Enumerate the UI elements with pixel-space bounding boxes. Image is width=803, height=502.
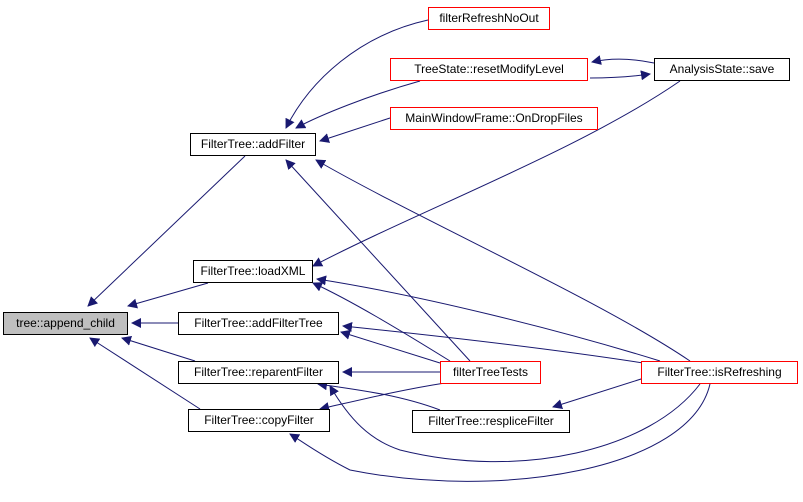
- node-filtertree-reparentfilter[interactable]: FilterTree::reparentFilter: [178, 361, 339, 384]
- edge-analysisSave-to-loadXML: [312, 80, 681, 267]
- edge-reparentFilter-to-append_child: [121, 335, 196, 362]
- node-filterrefreshnoout[interactable]: filterRefreshNoOut: [428, 7, 550, 30]
- edge-filterTreeTests-to-addFilterTree: [340, 329, 441, 364]
- edge-copyFilter-to-append_child: [89, 337, 201, 410]
- node-filtertree-addfilter[interactable]: FilterTree::addFilter: [190, 133, 316, 156]
- node-mainwindowframe-ondropfiles[interactable]: MainWindowFrame::OnDropFiles: [390, 107, 598, 130]
- edge-isRefreshing-to-loadXML: [316, 275, 661, 362]
- edge-isRefreshing-to-reparentFilter: [329, 383, 701, 463]
- edge-isRefreshing-to-addFilterTree: [342, 321, 651, 365]
- node-tree-append-child: tree::append_child: [3, 312, 128, 335]
- edge-filterRefreshNoOut-to-addFilter: [285, 19, 429, 129]
- edge-addFilter-to-append_child: [87, 155, 246, 307]
- node-analysisstate-save[interactable]: AnalysisState::save: [654, 58, 790, 81]
- edge-analysisSave-to-resetModifyLevel: [591, 55, 655, 65]
- edge-resetModifyLevel-to-addFilter: [295, 80, 421, 129]
- edge-loadXML-to-append_child: [127, 282, 209, 309]
- edge-filterTreeTests-to-addFilter: [285, 159, 471, 362]
- node-treestate-resetmodifylevel[interactable]: TreeState::resetModifyLevel: [390, 58, 588, 81]
- edge-OnDropFiles-to-addFilter: [319, 117, 391, 143]
- node-filtertree-addfiltertree[interactable]: FilterTree::addFilterTree: [178, 312, 339, 335]
- node-filtertree-copyfilter[interactable]: FilterTree::copyFilter: [188, 409, 330, 432]
- edge-isRefreshing-to-addFilter: [315, 159, 691, 362]
- node-filtertree-isrefreshing[interactable]: FilterTree::isRefreshing: [641, 361, 798, 384]
- node-filtertree-loadxml[interactable]: FilterTree::loadXML: [193, 260, 313, 283]
- edge-resetModifyLevel-to-analysisSave: [589, 70, 651, 81]
- edge-filterTreeTests-to-loadXML: [312, 282, 451, 362]
- node-filtertree-resplicefilter[interactable]: FilterTree::respliceFilter: [412, 410, 570, 433]
- edge-filterTreeTests-to-copyFilter: [319, 382, 446, 412]
- node-filtertreetests[interactable]: filterTreeTests: [440, 361, 541, 384]
- edge-isRefreshing-to-copyFilter: [289, 383, 711, 482]
